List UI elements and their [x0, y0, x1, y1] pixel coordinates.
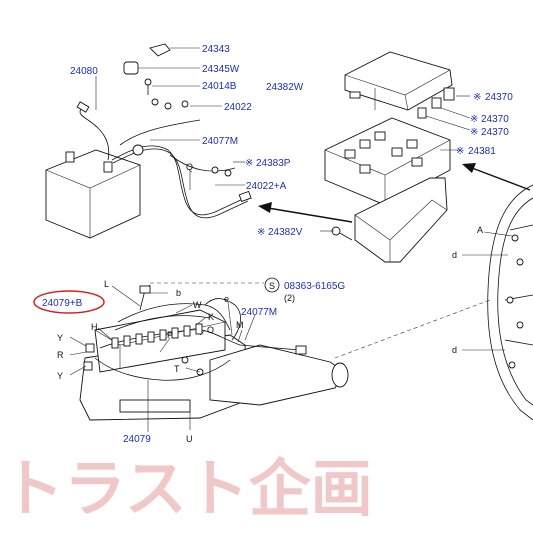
- part-24370-2: 24370: [481, 114, 509, 125]
- leader-lines-top-left: [95, 47, 245, 190]
- letter-u: U: [186, 434, 193, 444]
- letter-w: W: [193, 300, 202, 310]
- letter-k: K: [208, 312, 214, 322]
- part-24382v: 24382V: [268, 227, 303, 238]
- letter-r: R: [57, 350, 64, 360]
- letter-y-upper: Y: [57, 333, 63, 343]
- qty-08363: (2): [284, 293, 295, 303]
- asterisk-24381: ※: [456, 146, 464, 157]
- harness-dash-link: [334, 299, 491, 359]
- relay-box-cover: [344, 51, 453, 111]
- battery: [45, 149, 141, 239]
- highlight-circle: [33, 290, 105, 314]
- leader-lines-top-right: [320, 88, 471, 232]
- part-24079: 24079: [123, 434, 151, 445]
- asterisk-24382v: ※: [257, 227, 265, 238]
- letter-t: T: [174, 364, 180, 374]
- part-24370-3: 24370: [481, 127, 509, 138]
- part-24345w: 24345W: [202, 64, 240, 75]
- arrow-to-relay-box: [462, 163, 531, 191]
- part-08363: 08363-6165G: [284, 281, 345, 292]
- engine-harness: [83, 284, 307, 381]
- asterisk-24370-1: ※: [473, 92, 481, 103]
- part-24383p: 24383P: [256, 158, 291, 169]
- relay-bracket: [331, 177, 448, 263]
- asterisk-24383p: ※: [245, 158, 253, 169]
- letter-y-lower: Y: [57, 371, 63, 381]
- part-24080: 24080: [70, 66, 98, 77]
- letter-m: M: [236, 320, 244, 330]
- battery-cable: [76, 101, 252, 219]
- letter-b: b: [176, 288, 181, 298]
- part-24381: 24381: [468, 146, 496, 157]
- letter-e: e: [224, 294, 229, 304]
- letter-d-upper: d: [452, 250, 457, 260]
- terminal-parts: [123, 43, 232, 177]
- part-24022: 24022: [224, 102, 252, 113]
- letter-d-lower: d: [452, 345, 457, 355]
- part-24077m-lower: 24077M: [241, 307, 277, 318]
- watermark-text: トラスト企画: [2, 452, 373, 525]
- part-24077m-top: 24077M: [202, 136, 238, 147]
- letter-l: L: [104, 279, 109, 289]
- screw-symbol: [264, 277, 280, 293]
- engine-block: [79, 309, 349, 421]
- asterisk-24370-2: ※: [470, 114, 478, 125]
- letter-h: H: [91, 322, 98, 332]
- part-24022a: 24022+A: [246, 181, 287, 192]
- relay-small-parts: [417, 87, 455, 119]
- letter-a: A: [477, 225, 483, 235]
- part-24014b: 24014B: [202, 81, 237, 92]
- leader-lines-bottom-left: [69, 285, 256, 432]
- injector-connectors: [111, 323, 203, 349]
- part-24370-1: 24370: [485, 92, 513, 103]
- part-24343: 24343: [202, 44, 230, 55]
- part-24079b: 24079+B: [42, 298, 83, 309]
- screw-symbol-s: S: [269, 281, 275, 291]
- letter-o: O: [207, 325, 214, 335]
- asterisk-24370-3: ※: [470, 127, 478, 138]
- arrow-to-battery: [258, 202, 353, 223]
- letter-q: Q: [186, 162, 193, 172]
- letter-p: P: [167, 330, 173, 340]
- body-harness-loop: [462, 184, 533, 421]
- part-24382w: 24382W: [266, 82, 304, 93]
